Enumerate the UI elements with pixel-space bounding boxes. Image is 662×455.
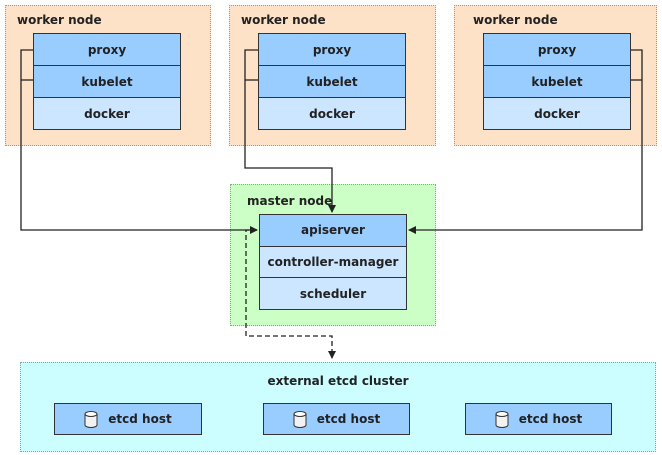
worker-node-1-kubelet: kubelet <box>34 66 180 98</box>
worker-node-2-proxy: proxy <box>259 34 405 66</box>
worker-node-2-docker: docker <box>259 98 405 129</box>
worker-node-3-title: worker node <box>473 13 558 27</box>
worker-node-1-title: worker node <box>17 13 102 27</box>
master-node-scheduler: scheduler <box>260 278 406 310</box>
worker-node-1-proxy: proxy <box>34 34 180 66</box>
etcd-host-3-label: etcd host <box>518 412 583 426</box>
worker-node-3-stack: proxy kubelet docker <box>483 33 631 130</box>
etcd-host-1: etcd host <box>54 403 202 435</box>
worker-node-3-kubelet: kubelet <box>484 66 630 98</box>
master-node-title: master node <box>247 194 333 208</box>
database-icon <box>293 410 307 428</box>
worker-node-3-proxy: proxy <box>484 34 630 66</box>
etcd-host-1-label: etcd host <box>108 412 172 426</box>
etcd-host-3: etcd host <box>465 403 612 435</box>
etcd-host-2: etcd host <box>263 403 410 435</box>
master-node-apiserver: apiserver <box>260 215 406 247</box>
etcd-cluster-title: external etcd cluster <box>267 374 409 388</box>
database-icon <box>495 410 509 428</box>
worker-node-1-docker: docker <box>34 98 180 129</box>
worker-node-2-kubelet: kubelet <box>259 66 405 98</box>
master-node-controller-manager: controller-manager <box>260 246 406 279</box>
worker-node-1-stack: proxy kubelet docker <box>33 33 181 130</box>
etcd-host-2-label: etcd host <box>316 412 381 426</box>
worker-node-2-stack: proxy kubelet docker <box>258 33 406 130</box>
worker-node-2-title: worker node <box>241 13 326 27</box>
worker-node-3-docker: docker <box>484 98 630 129</box>
master-node-stack: apiserver controller-manager scheduler <box>259 214 407 310</box>
database-icon <box>84 410 98 428</box>
